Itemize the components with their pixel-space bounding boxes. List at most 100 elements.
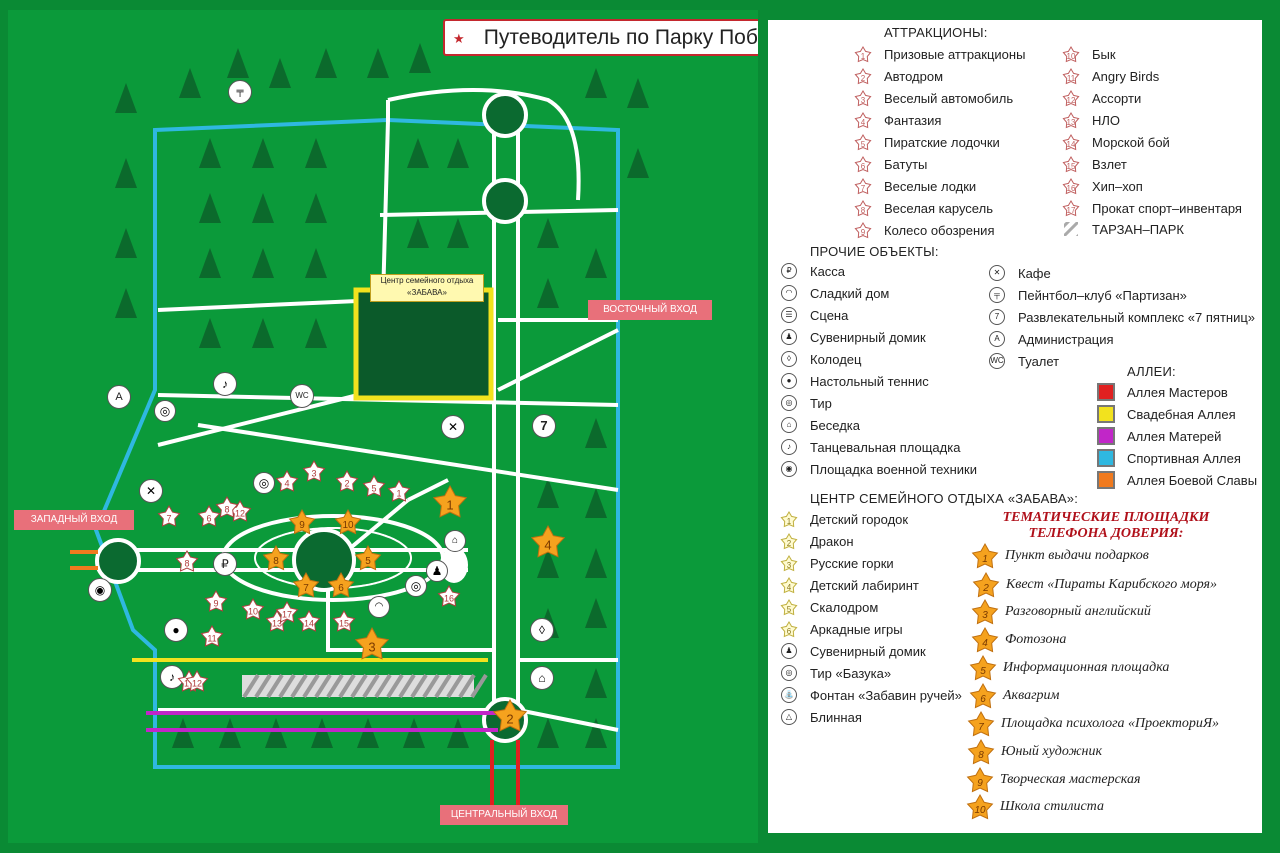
attraction-star-16[interactable]: 16 [437,584,461,613]
tree-5 [367,48,389,78]
attraction-icon: 6 [854,155,872,173]
object-item: ◎Тир [781,393,832,415]
thematic-star-icon-number: 7 [303,583,309,594]
attraction-star-icon: 9 [204,589,228,612]
thematic-label: Площадка психолога «ПроекториЯ» [1001,716,1220,731]
attraction-icon: 13 [1062,111,1080,129]
sweet-house-pin[interactable]: ◠ [368,596,390,618]
thematic-label: Фотозона [1005,632,1067,647]
admin-pin[interactable]: A [107,385,131,409]
attraction-star-7[interactable]: 7 [157,504,181,533]
tree-29 [537,218,559,248]
cashier-pin[interactable]: ₽ [213,552,237,576]
outline-star-icon-number: 12 [1067,96,1076,105]
zabava-object-icon: △ [781,709,797,725]
entertainment-pin[interactable]: 7 [532,414,556,438]
attraction-star-5[interactable]: 5 [362,474,386,503]
thematic-star-10[interactable]: 10 [334,508,362,541]
attraction-star-8[interactable]: 8 [215,495,239,524]
attraction-star-2[interactable]: 2 [335,469,359,498]
attraction-star-icon: 15 [332,609,356,632]
hatch-line [446,673,464,699]
dance-floor-pin[interactable]: ♪ [213,372,237,396]
attraction-star-icon-number: 11 [207,634,216,644]
dance-floor-pin-2[interactable]: ♪ [160,665,184,689]
well-pin[interactable]: ◊ [530,618,554,642]
thematic-star-6[interactable]: 6 [327,571,355,604]
zabava-object-icon: ⛲ [781,687,797,703]
attraction-star-9[interactable]: 9 [204,589,228,618]
attraction-star-8[interactable]: 8 [175,549,199,578]
attraction-star-icon: 10 [241,597,265,620]
souvenir-pin[interactable]: ♟ [426,560,448,582]
attraction-star-14[interactable]: 14 [297,609,321,638]
tree-4 [315,48,337,78]
attraction-star-12[interactable]: 12 [185,669,209,698]
outline-star-icon: 7 [854,178,872,195]
shooting-range-pin-3[interactable]: ◎ [405,575,427,597]
attraction-star-11[interactable]: 11 [200,624,224,653]
military-pin[interactable]: ◉ [88,578,112,602]
object-icon: ✕ [989,265,1005,281]
thematic-legend-star: 9 [966,766,994,793]
thematic-star-icon-number: 10 [342,520,354,531]
attraction-star-6[interactable]: 6 [197,504,221,533]
shooting-range-pin-2[interactable]: ◎ [253,472,275,494]
thematic-star-icon: 2 [972,571,1000,604]
attraction-icon: 5 [854,133,872,151]
thematic-star-7[interactable]: 7 [292,571,320,604]
tree-45 [311,718,333,748]
paintball-pin[interactable]: ╤ [228,80,252,104]
zabava-item: ◎Тир «Базука» [781,663,891,685]
hatch-line [302,673,320,699]
attraction-star-3[interactable]: 3 [302,459,326,488]
attraction-star-icon: 5 [362,474,386,497]
zabava-label: Скалодром [810,600,879,615]
cafe-pin[interactable]: ✕ [441,415,465,439]
attraction-star-17[interactable]: 17 [275,600,299,629]
tree-48 [447,718,469,748]
attraction-label: Колесо обозрения [884,223,995,238]
object-label: Развлекательный комплекс «7 пятниц» [1018,310,1256,325]
thematic-star-3[interactable]: 3 [354,626,390,667]
gazebo-pin[interactable]: ⌂ [530,666,554,690]
thematic-star-1[interactable]: 1 [432,484,468,525]
toilet-pin[interactable]: WC [290,384,314,408]
stage-pin[interactable]: ⌂ [444,530,466,552]
outline-star-icon-number: 3 [861,96,866,105]
cafe-pin-west[interactable]: ✕ [139,479,163,503]
zabava-star-icon-number: 3 [787,561,792,570]
attraction-icon: 14 [1062,133,1080,151]
thematic-star-8[interactable]: 8 [262,544,290,577]
thematic-star-4[interactable]: 4 [530,524,566,565]
thematic-star-5[interactable]: 5 [354,544,382,577]
attraction-star-15[interactable]: 15 [332,609,356,638]
attraction-star-4[interactable]: 4 [275,469,299,498]
outline-star-icon: 16 [1062,178,1080,195]
object-item: ⌂Беседка [781,415,860,437]
attraction-star-icon: 14 [297,609,321,632]
attraction-star-10[interactable]: 10 [241,597,265,626]
thematic-legend-star: 6 [969,682,997,709]
object-item: ♟Сувенирный домик [781,327,926,349]
attraction-star-icon: 6 [197,504,221,527]
object-item: ╤Пейнтбол–клуб «Партизан» [989,285,1187,307]
zabava-icon: 3 [780,554,798,572]
table-tennis-pin[interactable]: ● [164,618,188,642]
shooting-range-pin[interactable]: ◎ [154,400,176,422]
tree-41 [585,718,607,748]
thematic-star-2[interactable]: 2 [492,698,528,739]
thematic-star-9[interactable]: 9 [288,508,316,541]
attraction-star-1[interactable]: 1 [387,479,411,508]
thematic-star-icon: 4 [971,626,999,659]
hatch-line [386,673,404,699]
